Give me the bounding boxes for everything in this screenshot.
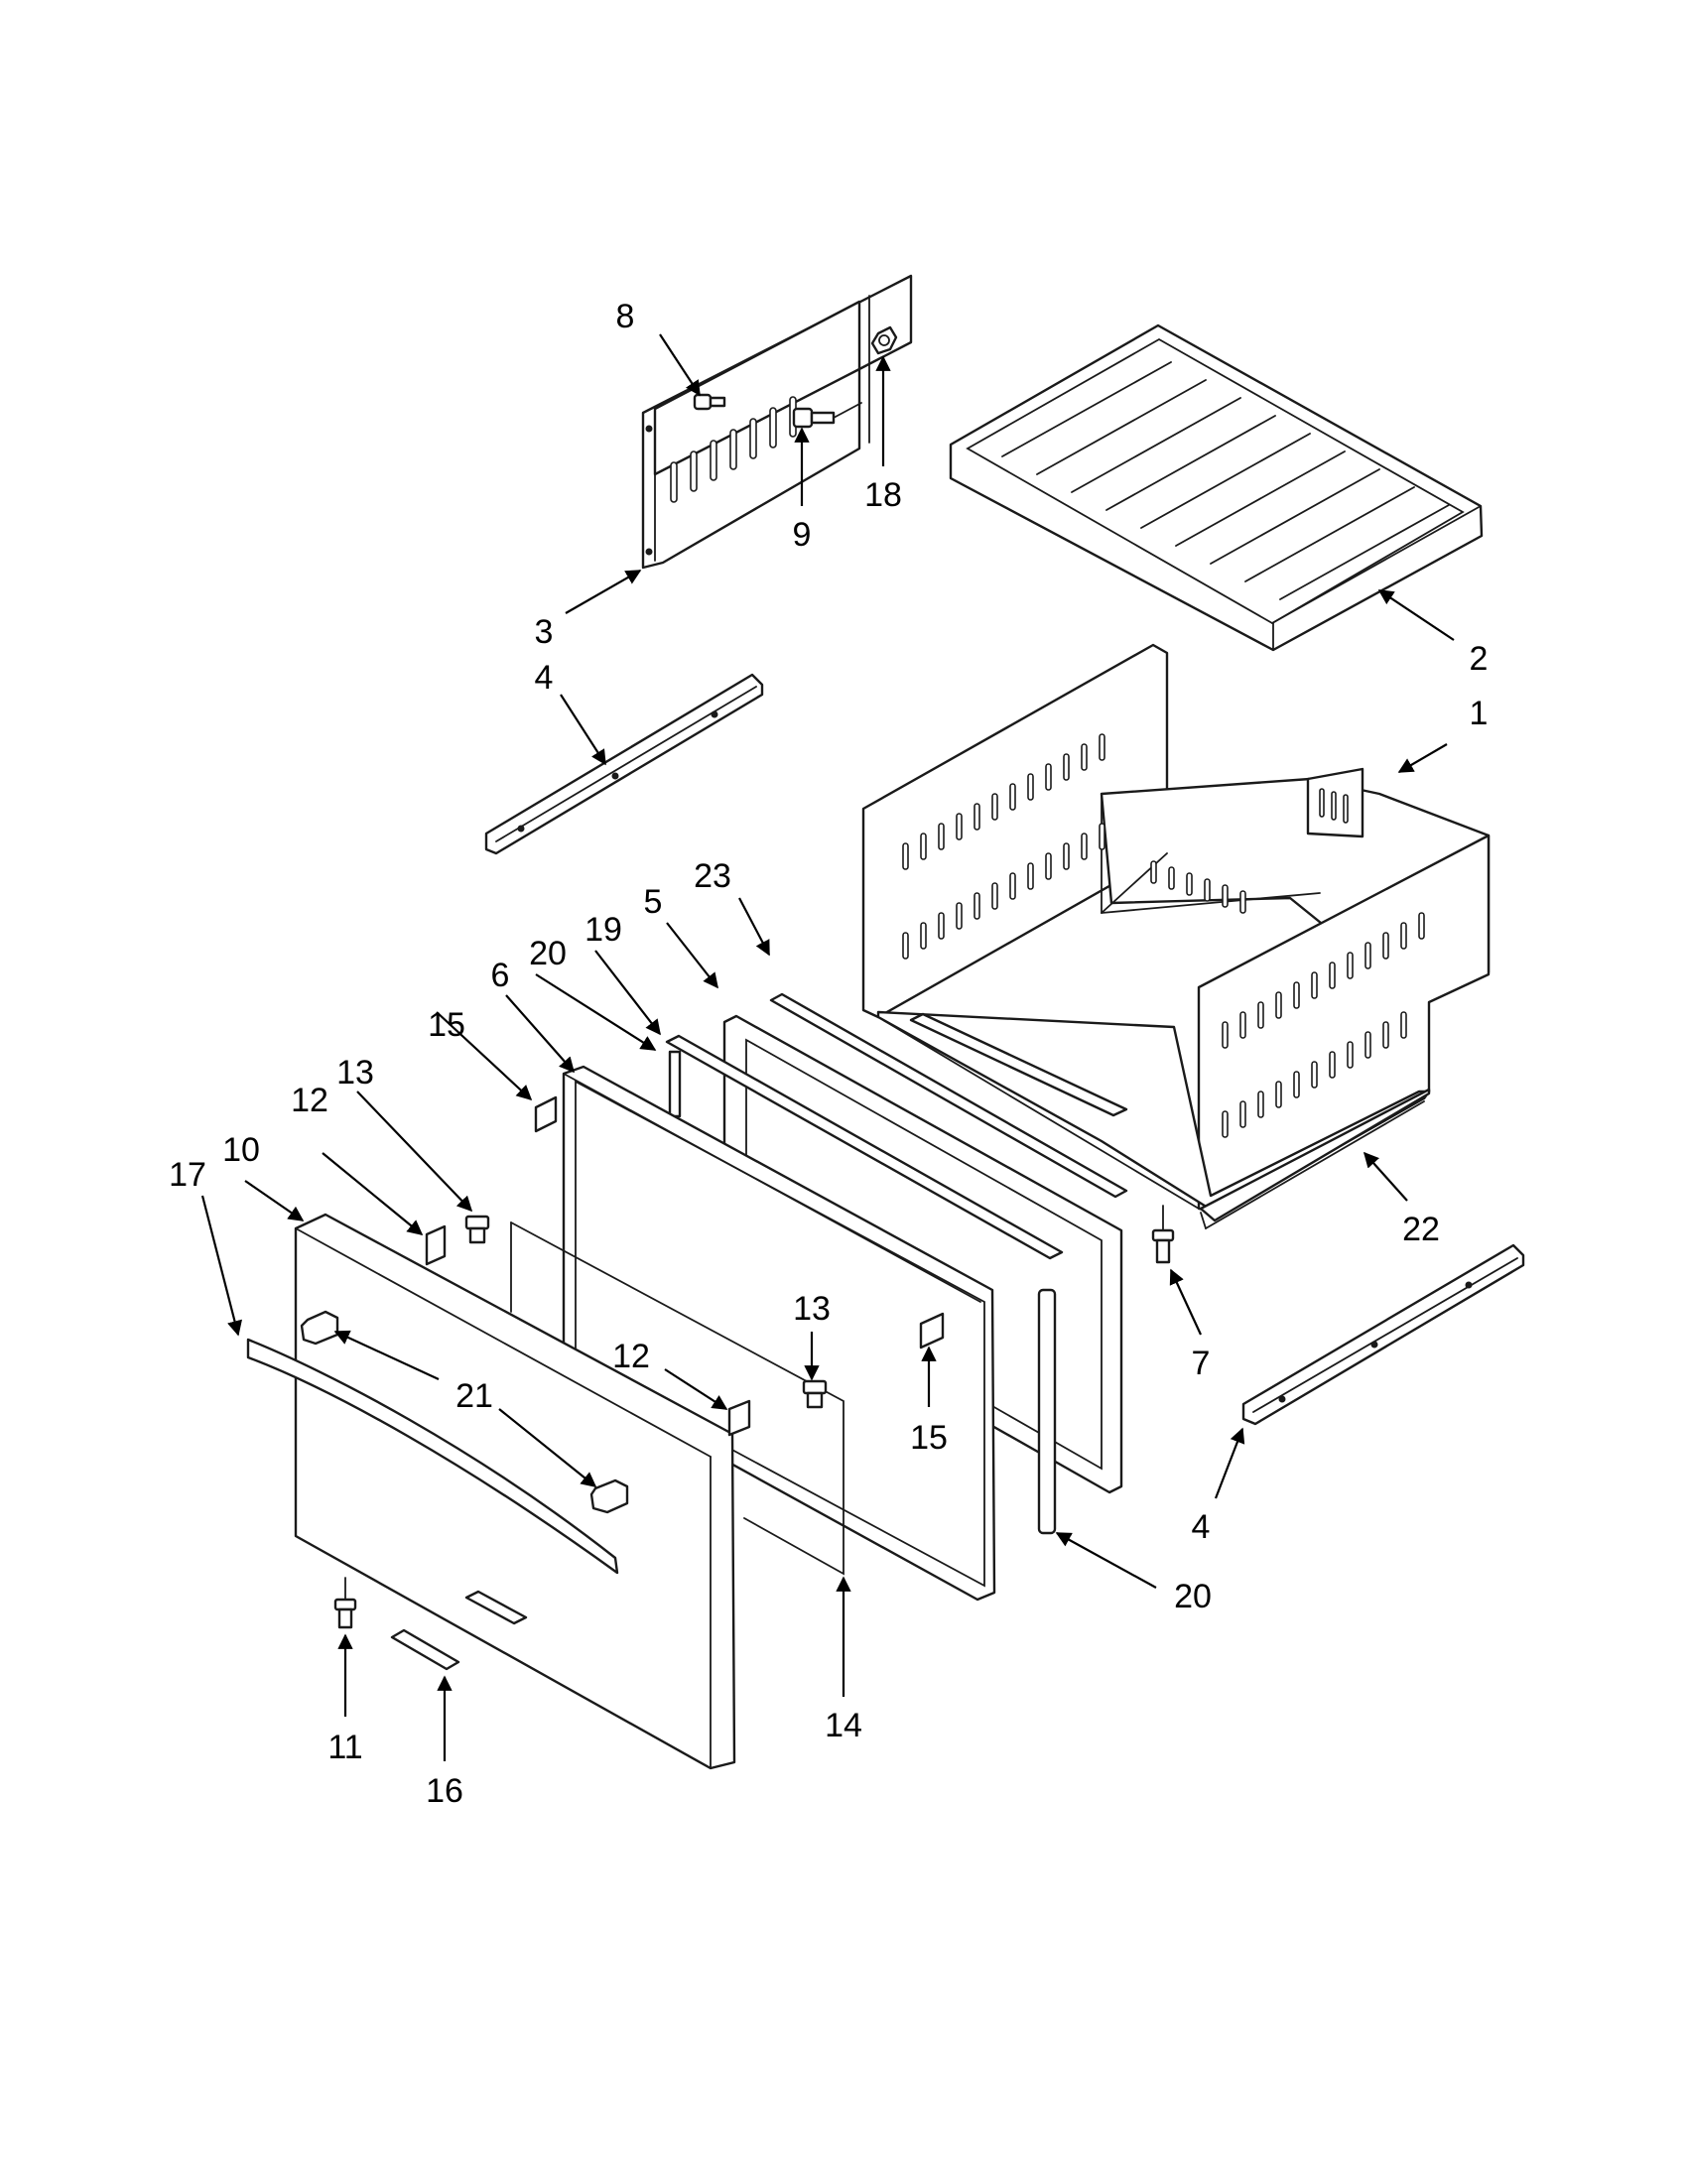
callout-7: 7 (1192, 1345, 1211, 1382)
callout-21: 21 (455, 1377, 493, 1415)
callout-5: 5 (644, 883, 663, 921)
part-20-strip-left (668, 1050, 682, 1118)
part-21-cap-right (589, 1478, 629, 1514)
part-4-rail-upper (484, 673, 764, 855)
callout-20-lower: 20 (1174, 1578, 1212, 1615)
callout-12-right: 12 (612, 1338, 650, 1375)
part-20-strip-right (1037, 1288, 1057, 1535)
part-9-screw (792, 402, 862, 429)
part-12-pad-left (425, 1224, 447, 1266)
callout-13-right: 13 (793, 1290, 831, 1328)
part-12-pad-right (727, 1399, 751, 1437)
part-11-screw (333, 1577, 357, 1629)
callout-22: 22 (1402, 1211, 1440, 1248)
part-22-rail (909, 1012, 1128, 1117)
part-13-screw-right (802, 1379, 828, 1409)
part-15-pad-left (534, 1095, 558, 1133)
part-13-screw-left (464, 1215, 490, 1244)
door-badge-slot (464, 1590, 528, 1625)
callout-12-left: 12 (291, 1082, 328, 1119)
callout-19: 19 (584, 911, 622, 949)
part-3-bracket (641, 274, 913, 570)
part-7-screw (1151, 1205, 1175, 1264)
part-21-cap-left (300, 1310, 339, 1346)
basket-vents-right (1222, 912, 1425, 1138)
part-14-insulation (510, 1221, 844, 1576)
tray-ribs (1001, 361, 1450, 600)
callout-2: 2 (1470, 640, 1489, 678)
part-2-tray (949, 323, 1484, 652)
callout-9: 9 (793, 516, 812, 554)
callout-15-left: 15 (428, 1006, 465, 1044)
callout-4-lower: 4 (1192, 1508, 1211, 1546)
callout-17: 17 (169, 1156, 206, 1194)
callout-13-left: 13 (336, 1054, 374, 1092)
part-8-screw (693, 393, 726, 411)
callout-labels: 8 9 18 3 2 1 4 23 5 19 20 6 15 13 12 10 … (169, 298, 1488, 1810)
part-18-nut (870, 325, 898, 355)
callout-15-right: 15 (910, 1419, 948, 1457)
part-15-pad-right (919, 1312, 945, 1349)
part-4-rail-lower (1241, 1243, 1525, 1426)
callout-18: 18 (864, 476, 902, 514)
callout-11: 11 (327, 1729, 362, 1766)
part-23-strip (769, 992, 1128, 1199)
callout-23: 23 (694, 857, 731, 895)
basket-vents-back (1150, 788, 1349, 914)
callout-20-upper: 20 (529, 935, 567, 972)
callout-3: 3 (535, 613, 554, 651)
part-17-handle (246, 1338, 619, 1575)
callout-8: 8 (616, 298, 635, 335)
part-19-strip (665, 1034, 1064, 1260)
leader-lines (200, 333, 1455, 1761)
callout-10: 10 (222, 1131, 260, 1169)
callout-14: 14 (825, 1707, 862, 1744)
part-16-badge (390, 1628, 460, 1671)
callout-4-upper: 4 (535, 659, 554, 697)
callout-1: 1 (1470, 695, 1489, 732)
callout-6: 6 (491, 957, 510, 994)
basket-vents-left (902, 733, 1105, 960)
bracket-slots (670, 396, 797, 503)
callout-16: 16 (426, 1772, 463, 1810)
